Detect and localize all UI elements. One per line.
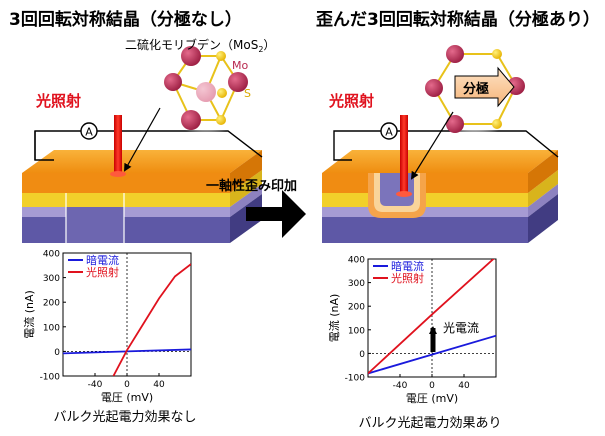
strain-arrow-label: 一軸性歪み印加 <box>206 178 297 194</box>
series-line-dark-current <box>368 334 496 375</box>
left-caption: バルク光起電力効果なし <box>53 410 196 425</box>
y-tick-label: -100 <box>40 373 61 383</box>
y-tick-label: -100 <box>345 374 366 384</box>
legend-label: 暗電流 <box>391 259 424 273</box>
y-tick-label: 0 <box>359 350 365 360</box>
right-ammeter-icon <box>380 122 398 140</box>
y-tick-label: 200 <box>348 303 365 313</box>
x-tick-label: 0 <box>124 380 130 390</box>
right-ammeter-label: A <box>385 126 393 139</box>
plot-frame <box>367 258 497 378</box>
x-axis-label: 電圧 (mV) <box>101 391 153 404</box>
y-tick-label: 100 <box>43 323 60 333</box>
photocurrent-label: 光電流 <box>443 321 479 335</box>
y-tick-label: 300 <box>43 274 60 284</box>
y-tick-label: 0 <box>54 348 60 358</box>
s-label: S <box>244 87 251 100</box>
y-tick-label: 400 <box>43 250 60 260</box>
polarization-label: 分極 <box>463 81 489 97</box>
y-axis-label: 電流 (nA) <box>22 290 36 339</box>
y-axis-label: 電流 (nA) <box>327 294 341 343</box>
polarization-arrow-icon <box>454 66 515 108</box>
strain-arrow <box>246 190 306 238</box>
x-tick-label: 0 <box>429 381 435 391</box>
mo-label: Mo <box>232 59 248 72</box>
legend-label: 暗電流 <box>86 253 119 267</box>
series-line-illuminated <box>112 263 191 376</box>
series-line-illuminated <box>368 259 495 375</box>
left-title: 3回回転対称結晶（分極なし） <box>9 9 242 30</box>
legend-label: 光照射 <box>391 271 424 285</box>
crystal-name-suffix: ） <box>263 38 275 52</box>
x-tick-label: 40 <box>153 380 165 390</box>
crystal-name-label: 二硫化モリブデン（MoS2） <box>125 37 275 54</box>
left-device: A 光照射 <box>22 92 263 243</box>
legend-label: 光照射 <box>86 265 119 279</box>
left-ammeter-label: A <box>85 126 93 139</box>
right-crystal-structure: 分極 <box>410 45 525 180</box>
right-device: A 光照射 <box>322 92 559 243</box>
right-light-label: 光照射 <box>328 92 374 110</box>
left-light-beam <box>114 115 122 173</box>
left-ammeter-icon <box>80 122 98 140</box>
y-tick-label: 200 <box>43 299 60 309</box>
y-tick-label: 400 <box>348 256 365 266</box>
s-atom-icon <box>216 51 226 61</box>
x-tick-label: -40 <box>393 381 408 391</box>
x-tick-label: -40 <box>88 380 103 390</box>
right-caption: バルク光起電力効果あり <box>358 416 501 431</box>
crystal-name-sub: 2 <box>258 45 263 54</box>
left-light-label: 光照射 <box>35 92 81 110</box>
crystal-name-prefix: 二硫化モリブデン（MoS <box>125 37 258 52</box>
y-tick-label: 100 <box>348 326 365 336</box>
mo-atom-icon <box>181 46 201 66</box>
left-crystal-structure: Mo S <box>124 46 251 172</box>
y-tick-label: 300 <box>348 279 365 289</box>
right-title: 歪んだ3回回転対称結晶（分極あり） <box>316 9 600 30</box>
right-light-beam <box>400 115 408 193</box>
x-tick-label: 40 <box>458 381 470 391</box>
x-axis-label: 電圧 (mV) <box>406 392 458 405</box>
